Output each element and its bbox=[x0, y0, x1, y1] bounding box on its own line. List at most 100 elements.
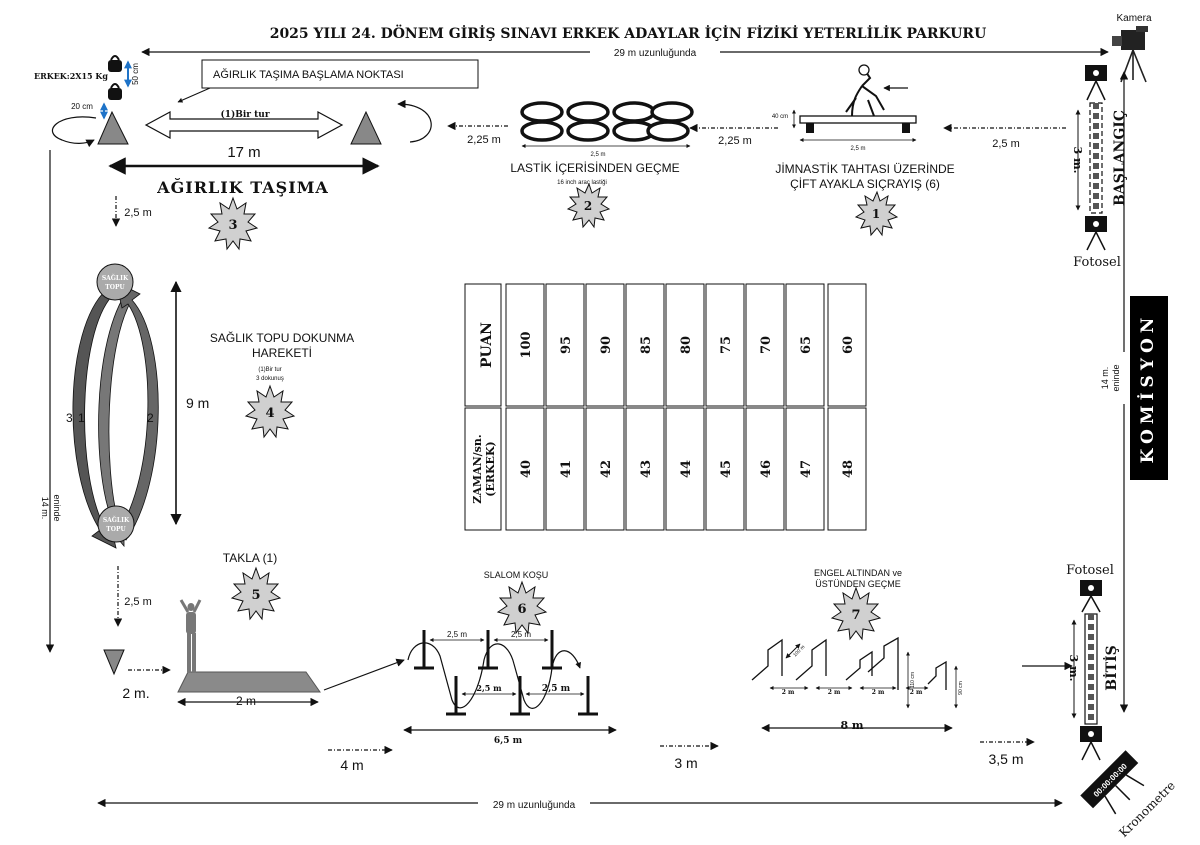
s4-mark2: 2 bbox=[147, 411, 154, 425]
s7-gap-1: 2 m bbox=[782, 689, 795, 696]
photocell-bottom-label: Fotosel bbox=[1066, 563, 1114, 578]
score-col-3: 90 42 bbox=[585, 283, 625, 531]
score-value: 70 bbox=[759, 336, 774, 354]
s6-gap-1: 2,5 m bbox=[447, 630, 467, 639]
badge-star bbox=[854, 190, 899, 237]
photocell-top-label: Fotosel bbox=[1073, 255, 1121, 270]
bottom-distance-label: 29 m uzunluğunda bbox=[493, 800, 576, 811]
slalom-poles bbox=[407, 630, 598, 716]
s6-gap-3: 2,5 m bbox=[476, 683, 502, 693]
gym-board-icon bbox=[799, 64, 917, 133]
score-value: 80 bbox=[679, 336, 694, 354]
station-badge-6: 6 bbox=[496, 580, 548, 635]
finish-label: BİTİŞ bbox=[1101, 645, 1120, 690]
s7-height-1: 110 cm bbox=[910, 672, 916, 688]
s3-start-box bbox=[201, 59, 479, 89]
photocell-icon bbox=[1080, 726, 1102, 761]
ball-top-label1: SAĞLIK bbox=[102, 274, 129, 282]
s3-name: AĞIRLIK TAŞIMA bbox=[156, 177, 329, 197]
time-value: 43 bbox=[639, 460, 654, 478]
obstacles-icon bbox=[751, 636, 947, 690]
score-col-1: 100 40 bbox=[505, 283, 545, 531]
person-icon bbox=[179, 599, 202, 673]
score-col-8: 65 47 bbox=[785, 283, 825, 531]
s3-length: 17 m bbox=[227, 144, 260, 161]
right-width-label: 14 m. bbox=[1100, 367, 1110, 390]
ball-bottom-label2: TOPU bbox=[106, 526, 126, 533]
station-badge-5: 5 bbox=[230, 566, 282, 621]
score-value: 100 bbox=[519, 331, 534, 358]
commission-box bbox=[1130, 296, 1168, 480]
kettlebell-icon bbox=[108, 83, 122, 100]
photocell-icon bbox=[1085, 65, 1107, 101]
camera-label: Kamera bbox=[1116, 13, 1151, 24]
gap-top-mid: 2,25 m bbox=[718, 135, 752, 147]
station-badge-1: 1 bbox=[854, 190, 899, 237]
gap-bottom-1: 4 m bbox=[340, 757, 363, 773]
score-col-7: 70 46 bbox=[745, 283, 785, 531]
s4-mark3: 3 bbox=[66, 411, 73, 425]
s7-gap-3: 2 m bbox=[872, 689, 885, 696]
gap-left-upper: 2,5 m bbox=[124, 207, 152, 219]
s2-sub: 16 inch araç lastiği bbox=[557, 180, 607, 186]
s2-name: LASTİK İÇERİSİNDEN GEÇME bbox=[510, 161, 679, 175]
tires-icon bbox=[520, 101, 694, 142]
score-row-label: PUAN bbox=[479, 322, 495, 368]
chronometer-label: Kronometre bbox=[1116, 778, 1178, 840]
s6-name: SLALOM KOŞU bbox=[484, 570, 549, 580]
badge-star bbox=[496, 580, 548, 635]
station-badge-2: 2 bbox=[566, 182, 611, 229]
badge-star bbox=[230, 566, 282, 621]
s1-length: 2,5 m bbox=[850, 146, 865, 152]
score-col-2: 95 41 bbox=[545, 283, 585, 531]
s5-number: 5 bbox=[251, 588, 260, 603]
cone-icon-inverted bbox=[103, 649, 125, 676]
s1-name-line2: ÇİFT AYAKLA SIÇRAYIŞ (6) bbox=[790, 177, 940, 191]
health-ball-bottom bbox=[97, 505, 135, 543]
station-badge-3: 3 bbox=[207, 196, 259, 251]
turn-arrow-right bbox=[397, 99, 432, 143]
start-label: BAŞLANGIÇ bbox=[1112, 110, 1128, 206]
s3-start-label: AĞIRLIK TAŞIMA BAŞLAMA NOKTASI bbox=[213, 68, 404, 81]
s1-name-line1: JİMNASTİK TAHTASI ÜZERİNDE bbox=[775, 162, 954, 176]
cone-icon bbox=[350, 110, 382, 145]
s4-height: 9 m bbox=[186, 395, 209, 411]
s7-height-2: 90 cm bbox=[958, 681, 964, 695]
s7-diag: 100 m bbox=[792, 644, 806, 658]
time-value: 42 bbox=[599, 460, 614, 478]
time-value: 47 bbox=[799, 460, 814, 478]
time-row-header-cell bbox=[464, 407, 502, 531]
gap-bottom-3: 3,5 m bbox=[988, 751, 1023, 767]
score-col-9: 60 48 bbox=[827, 283, 867, 531]
s7-gap-4: 2 m bbox=[910, 689, 923, 696]
score-col-5: 80 44 bbox=[665, 283, 705, 531]
s3-lap: (1)Bir tur bbox=[220, 109, 269, 120]
s2-length: 2,5 m bbox=[590, 152, 605, 158]
photocell-icon bbox=[1085, 216, 1107, 251]
camera-icon bbox=[1112, 26, 1148, 83]
s3-lift-height: 50 cm bbox=[131, 63, 140, 85]
time-value: 41 bbox=[559, 460, 574, 478]
gap-left-lower: 2,5 m bbox=[124, 596, 152, 608]
s7-gap-2: 2 m bbox=[828, 689, 841, 696]
score-value: 65 bbox=[799, 336, 814, 354]
kettlebell-icon bbox=[108, 55, 122, 72]
s4-sub1: (1)Bir tur bbox=[258, 367, 281, 373]
finish-width-label: 3 m. bbox=[1067, 655, 1080, 682]
s4-name-line1: SAĞLIK TOPU DOKUNMA bbox=[210, 330, 354, 345]
cone-icon bbox=[97, 110, 129, 145]
gap-top-left: 2,25 m bbox=[467, 134, 501, 146]
score-value: 75 bbox=[719, 336, 734, 354]
badge-star bbox=[830, 586, 882, 641]
score-col-6: 75 45 bbox=[705, 283, 745, 531]
s4-number: 4 bbox=[265, 406, 274, 421]
s6-total: 6,5 m bbox=[494, 736, 523, 746]
score-row-header-cell bbox=[464, 283, 502, 407]
s1-height: 40 cm bbox=[772, 114, 788, 120]
photocell-icon bbox=[1080, 580, 1102, 613]
gap-bottom-2: 3 m bbox=[674, 755, 697, 771]
s7-number: 7 bbox=[851, 608, 860, 623]
ball-bottom-label1: SAĞLIK bbox=[103, 516, 130, 524]
s1-number: 1 bbox=[872, 207, 880, 221]
time-value: 48 bbox=[841, 460, 856, 478]
